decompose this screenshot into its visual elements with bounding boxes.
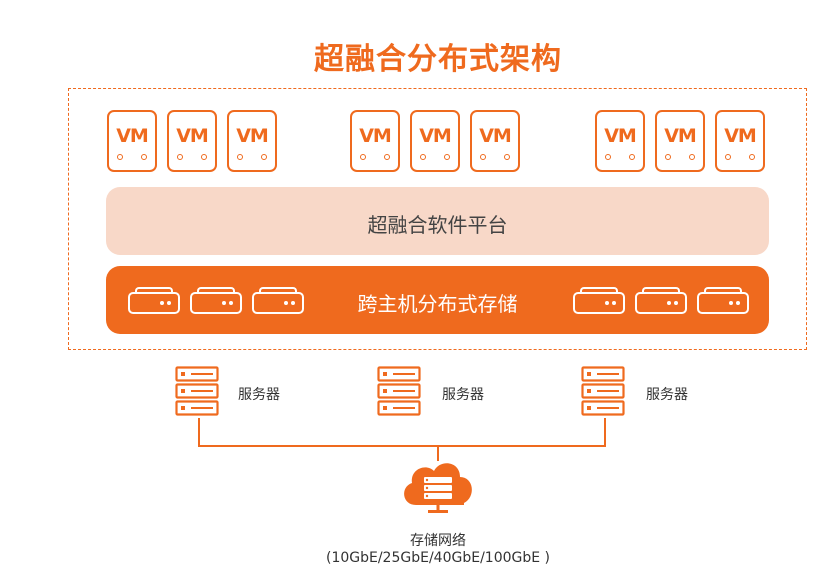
disk-icon bbox=[128, 287, 180, 314]
vm-label: VM bbox=[116, 125, 149, 147]
connector-line bbox=[437, 445, 439, 461]
server-rack-icon bbox=[581, 366, 625, 416]
disk-icon bbox=[697, 287, 749, 314]
server-label: 服务器 bbox=[646, 387, 688, 403]
vm-label: VM bbox=[479, 125, 512, 147]
network-label: 存储网络 bbox=[410, 533, 466, 549]
hyperconverged-cluster-frame bbox=[68, 88, 807, 350]
vm-label: VM bbox=[359, 125, 392, 147]
connector-line bbox=[198, 445, 606, 447]
vm-icon: VM bbox=[227, 110, 277, 172]
storage-label: 跨主机分布式存储 bbox=[357, 292, 518, 316]
vm-icon: VM bbox=[470, 110, 520, 172]
vm-label: VM bbox=[724, 125, 757, 147]
server-rack-icon bbox=[175, 366, 219, 416]
storage-network-cloud-icon bbox=[404, 463, 472, 513]
disk-icon bbox=[635, 287, 687, 314]
vm-label: VM bbox=[176, 125, 209, 147]
vm-icon: VM bbox=[107, 110, 157, 172]
network-speeds: (10GbE/25GbE/40GbE/100GbE ) bbox=[325, 550, 550, 566]
vm-icon: VM bbox=[350, 110, 400, 172]
connector-line bbox=[604, 418, 606, 446]
vm-icon: VM bbox=[655, 110, 705, 172]
server-label: 服务器 bbox=[238, 387, 280, 403]
disk-icon bbox=[573, 287, 625, 314]
diagram-title: 超融合分布式架构 bbox=[314, 42, 562, 77]
vm-icon: VM bbox=[595, 110, 645, 172]
vm-label: VM bbox=[664, 125, 697, 147]
vm-icon: VM bbox=[715, 110, 765, 172]
vm-icon: VM bbox=[410, 110, 460, 172]
vm-label: VM bbox=[236, 125, 269, 147]
disk-icon bbox=[190, 287, 242, 314]
server-label: 服务器 bbox=[442, 387, 484, 403]
vm-label: VM bbox=[604, 125, 637, 147]
connector-line bbox=[198, 418, 200, 446]
server-rack-icon bbox=[377, 366, 421, 416]
vm-label: VM bbox=[419, 125, 452, 147]
disk-icon bbox=[252, 287, 304, 314]
distributed-storage-layer: 跨主机分布式存储 bbox=[106, 266, 769, 334]
hyperconverged-software-platform: 超融合软件平台 bbox=[106, 187, 769, 255]
platform-label: 超融合软件平台 bbox=[367, 213, 508, 237]
vm-icon: VM bbox=[167, 110, 217, 172]
